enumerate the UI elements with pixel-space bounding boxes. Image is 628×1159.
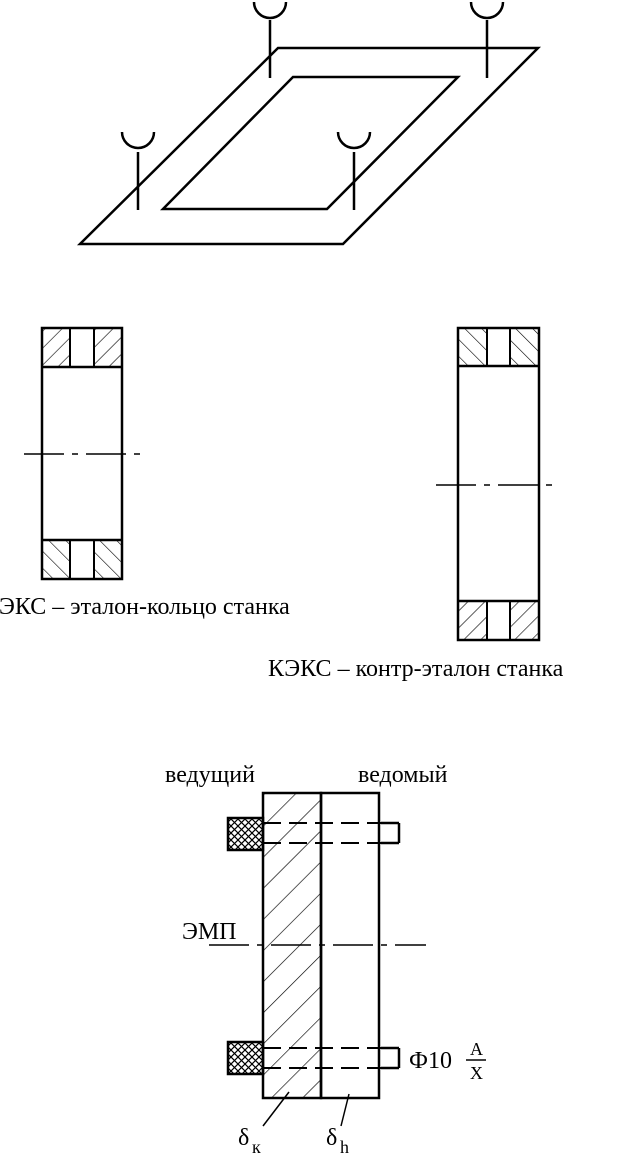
support-4 — [336, 131, 372, 210]
keks-ring-section — [436, 326, 558, 642]
upper-fastener — [226, 816, 401, 852]
delta-k-subscript: к — [252, 1137, 261, 1157]
support-2 — [469, 1, 505, 78]
support-1 — [252, 1, 288, 78]
fit-designation: Ф10 A X — [409, 1039, 486, 1083]
delta-k-symbol: δ — [238, 1125, 249, 1151]
lower-fastener — [226, 1040, 401, 1076]
emp-label: ЭМП — [182, 919, 237, 945]
frame-plate — [76, 46, 542, 246]
frame-inner — [160, 75, 462, 211]
support-3 — [120, 131, 156, 210]
eks-ring-section — [24, 326, 146, 581]
fit-diameter: Ф10 — [409, 1048, 452, 1074]
delta-h-subscript: h — [340, 1137, 349, 1157]
frame-outer — [76, 46, 542, 246]
driving-label: ведущий — [165, 762, 255, 788]
delta-h-symbol: δ — [326, 1125, 337, 1151]
keks-caption: КЭКС – контр-эталон станка — [268, 656, 564, 682]
delta-k-leader — [262, 1091, 290, 1127]
eks-caption: ЭКС – эталон-кольцо станка — [0, 594, 290, 620]
fit-numerator: A — [470, 1039, 483, 1059]
delta-h-leader — [340, 1093, 350, 1127]
driven-label: ведомый — [358, 762, 448, 788]
fit-denominator: X — [470, 1063, 483, 1083]
